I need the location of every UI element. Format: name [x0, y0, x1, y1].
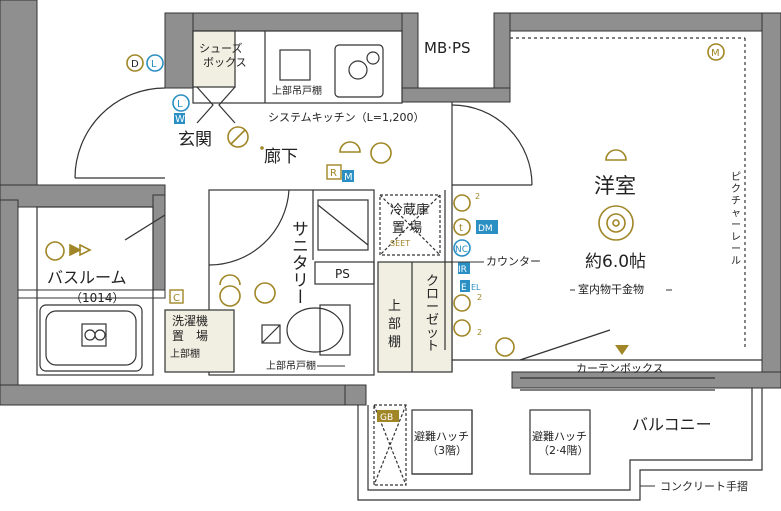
outlet-icon: [453, 294, 471, 312]
curtain-box-label: カーテンボックス: [576, 362, 664, 375]
downlight-icon: [339, 141, 361, 153]
room-label: 洋室: [594, 174, 636, 198]
nc-outlet-icon: [453, 239, 471, 257]
r-label: R: [330, 168, 337, 179]
closet-label: ク: [426, 274, 439, 289]
light-icon: [370, 142, 392, 164]
ceiling-light-icon: [598, 205, 634, 241]
picture-rail-label: ー: [731, 244, 741, 255]
picture-rail-label: ー: [731, 220, 741, 231]
el-label: EL: [471, 283, 481, 292]
walls: [0, 0, 781, 406]
e-label: E: [461, 283, 467, 293]
outlet-icon: [453, 194, 471, 212]
shoe-box-label: シューズ: [199, 41, 242, 55]
m-label: M: [711, 48, 720, 59]
picture-rail-label: ャ: [731, 208, 741, 219]
interior-lines: [36, 30, 763, 501]
d-outlet-icon: [126, 54, 144, 72]
upper-shelf-label: 棚: [388, 335, 401, 350]
tv-outlet-icon: [453, 218, 471, 236]
m-box-icon: [342, 170, 354, 182]
picture-rail-label: ピ: [731, 171, 741, 183]
l-label: L: [151, 59, 157, 70]
closet-label: ト: [426, 339, 439, 354]
bathroom-label: バスルーム: [47, 268, 127, 287]
t-label: t: [459, 223, 463, 234]
closet-label: ゼ: [426, 313, 439, 328]
outlet-icon: [453, 319, 471, 337]
r-box-icon: [326, 164, 342, 180]
hatch-24f-label: 避難ハッチ: [532, 429, 587, 443]
closet-label: ー: [426, 300, 439, 315]
upper-shelf-label: 上: [388, 299, 401, 314]
fixtures: [81, 44, 384, 356]
dm-box-icon: [476, 220, 498, 234]
closet-label: ロ: [426, 287, 439, 302]
bath-light-icon: [45, 241, 65, 261]
handrail-label: コンクリート手摺: [660, 479, 748, 493]
w-label: W: [175, 114, 185, 125]
gb-box-icon: [377, 410, 399, 422]
light-icon: [219, 285, 241, 307]
picture-rail-label: ル: [731, 256, 741, 267]
hatch-3f-label: （3階）: [427, 443, 467, 457]
toilet-label: サニタリー: [288, 220, 308, 305]
balcony-label: バルコニー: [632, 415, 712, 434]
dm-label: DM: [478, 224, 493, 234]
ir-box-icon: [458, 262, 470, 274]
m-label: M: [344, 172, 353, 183]
m-sensor-icon: [707, 43, 725, 61]
switch-icon: [495, 337, 515, 357]
dryer-label: 室内物干金物: [578, 282, 644, 296]
fridge-label: 冷蔵庫: [390, 203, 429, 218]
sheet-label: SEET: [390, 239, 410, 248]
arrow-icon: [615, 345, 629, 355]
gb-label: GB: [380, 413, 393, 423]
downlight-icon: [605, 149, 627, 161]
picture-rail-label: ク: [731, 183, 741, 195]
light-icon: [254, 282, 276, 304]
nc-label: NC: [455, 245, 468, 255]
entrance-label: 玄関: [178, 130, 212, 150]
counter-label: カウンター: [486, 255, 541, 268]
mbps-label: MB·PS: [424, 39, 471, 57]
washer-label: 洗濯機: [172, 313, 208, 328]
hatch-24f-label: （2·4階）: [538, 443, 589, 457]
hatch-3f-label: 避難ハッチ: [414, 429, 469, 443]
kitchen-upper-label: 上部吊戸棚: [272, 84, 322, 97]
doors: [74, 86, 611, 361]
c-label: C: [173, 293, 180, 304]
l-outlet-icon: [146, 54, 164, 72]
light-icon: [227, 126, 249, 148]
hallway-label: 廊下: [264, 147, 298, 167]
ps-label: PS: [335, 267, 350, 281]
electrical-symbols: [45, 43, 725, 357]
two-label: 2: [477, 328, 482, 337]
picture-rail-label: レ: [731, 232, 741, 243]
d-label: D: [131, 59, 139, 70]
two-label: 2: [475, 192, 480, 201]
two-label: 2: [477, 293, 482, 302]
l-label: L: [177, 99, 183, 110]
picture-rail-label: チ: [731, 195, 741, 207]
toilet-upper-label: 上部吊戸棚: [266, 359, 316, 372]
washer-label: 置 場: [172, 329, 208, 343]
washer-upper-label: 上部棚: [170, 347, 200, 360]
closet-label: ッ: [426, 326, 439, 341]
shoe-box-label: ボックス: [203, 56, 247, 69]
room-size-label: 約6.0帖: [585, 252, 646, 272]
c-box-icon: [169, 289, 184, 304]
ir-label: IR: [458, 265, 467, 275]
fridge-label: 置 場: [392, 221, 422, 236]
upper-shelf-label: 部: [388, 317, 401, 332]
leader-lines: [317, 261, 672, 487]
bathroom-size-label: （1014）: [70, 291, 125, 305]
l-outlet-icon: [172, 94, 190, 112]
kitchen-label: システムキッチン（L=1,200）: [268, 111, 425, 124]
e-box-icon: [460, 280, 470, 292]
w-box-icon: [174, 113, 185, 124]
